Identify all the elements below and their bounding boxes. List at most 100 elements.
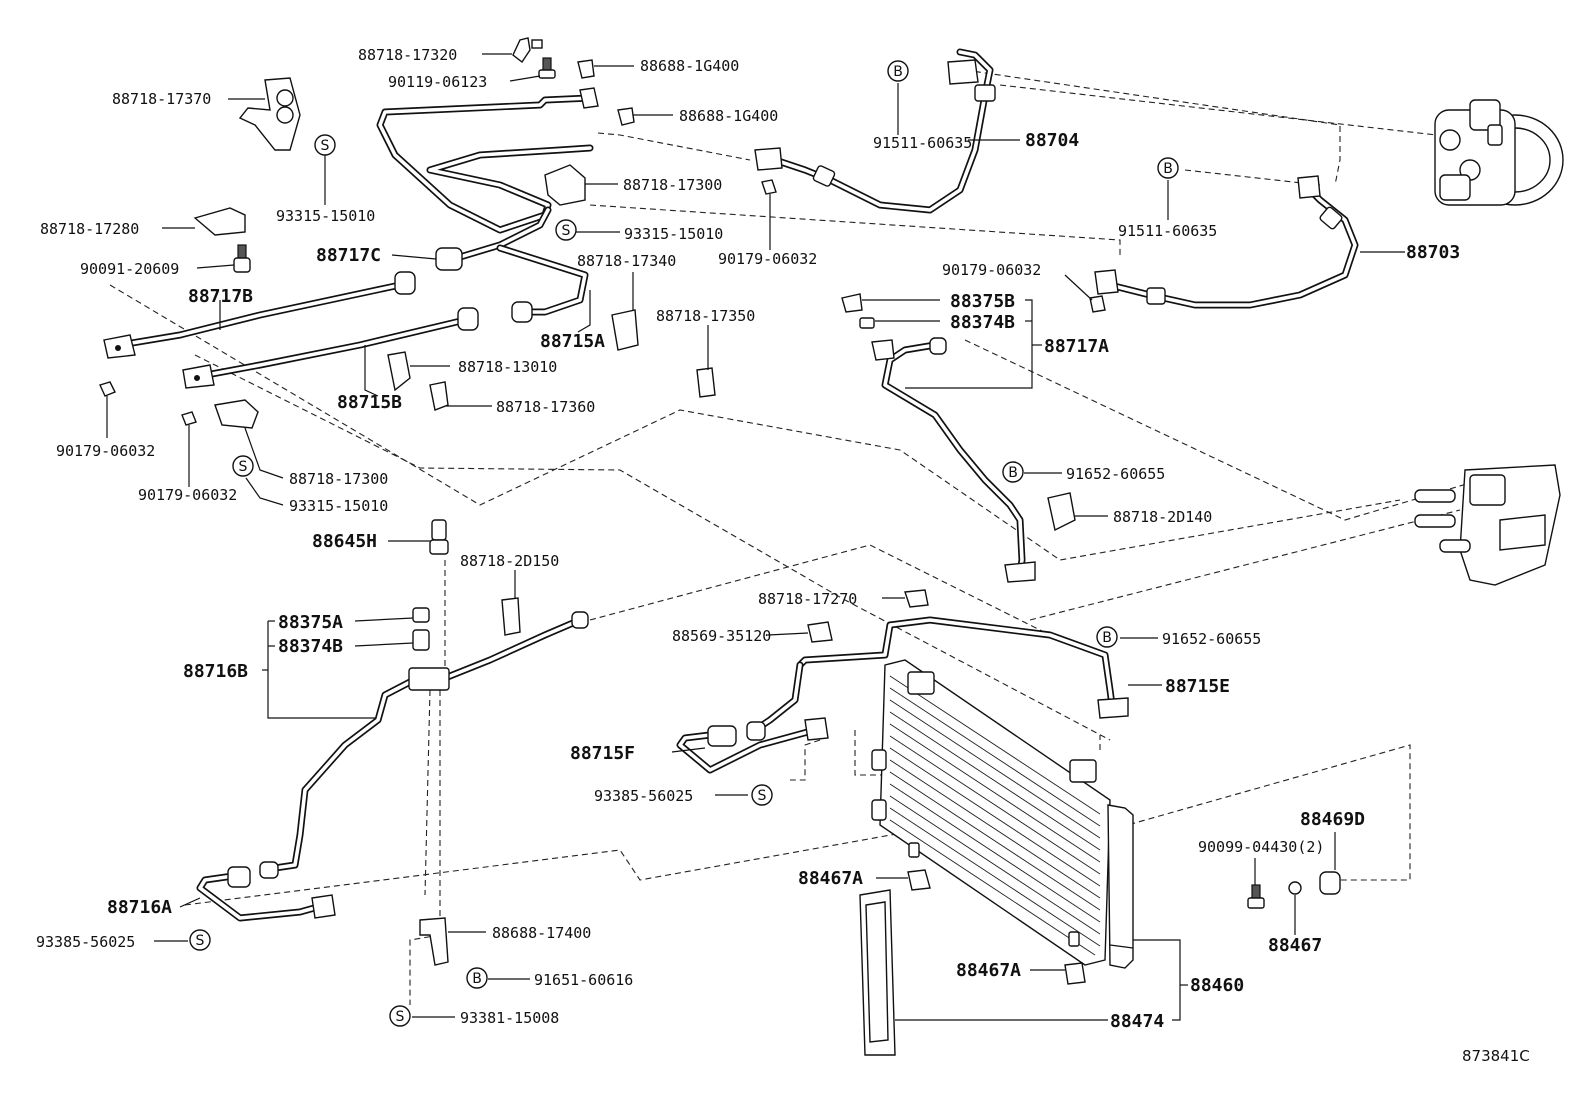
part-label: 88467A — [956, 960, 1021, 981]
svg-text:S: S — [321, 138, 330, 154]
part-labels: 88718-17320 90119-06123 88688-1G400 8871… — [36, 46, 1530, 1065]
s-symbol: S — [751, 784, 773, 806]
compressor — [1434, 99, 1564, 206]
svg-text:S: S — [239, 459, 248, 475]
symbol-markers: S S S S S S B B B B B — [189, 60, 1179, 1027]
part-label: 88374B — [278, 636, 343, 657]
part-label: 88374B — [950, 312, 1015, 333]
b-symbol: B — [1157, 157, 1179, 179]
part-label: 88469D — [1300, 809, 1365, 830]
b-symbol: B — [1002, 461, 1024, 483]
part-label: 90119-06123 — [388, 73, 487, 91]
part-label: 88718-17320 — [358, 46, 457, 64]
pipe-88715b — [182, 307, 479, 389]
part-label: 88715F — [570, 743, 635, 764]
b-symbol: B — [466, 967, 488, 989]
part-label: 88375A — [278, 612, 343, 633]
part-label: 88718-17350 — [656, 307, 755, 325]
part-label: 93385-56025 — [36, 933, 135, 951]
pipe-88717a — [871, 337, 1036, 583]
part-label: 88645H — [312, 531, 377, 552]
part-label: 88688-1G400 — [640, 57, 739, 75]
svg-text:S: S — [396, 1009, 405, 1025]
part-label: 88718-2D140 — [1113, 508, 1212, 526]
part-label: 88704 — [1025, 130, 1079, 151]
condenser-88460 — [871, 659, 1134, 969]
part-label: 88715A — [540, 331, 605, 352]
diagram-code: 873841C — [1462, 1047, 1530, 1065]
condenser-fins — [889, 675, 1101, 956]
part-label: 88718-17360 — [496, 398, 595, 416]
pipe-88715a — [496, 244, 589, 323]
part-label: 88718-17270 — [758, 590, 857, 608]
pipe-88717c — [376, 94, 594, 271]
part-label: 91652-60655 — [1066, 465, 1165, 483]
part-label: 93315-15010 — [276, 207, 375, 225]
part-label: 91652-60655 — [1162, 630, 1261, 648]
evaporator-unit — [1414, 464, 1561, 586]
leader-lines — [106, 53, 1405, 1021]
hose-88703 — [1094, 175, 1359, 309]
part-label: 88718-2D150 — [460, 552, 559, 570]
svg-text:B: B — [1163, 161, 1173, 177]
part-label: 88715B — [337, 392, 402, 413]
part-label: 88467A — [798, 868, 863, 889]
part-label: 93381-15008 — [460, 1009, 559, 1027]
pipe-88716a — [196, 866, 336, 922]
part-label: 90179-06032 — [942, 261, 1041, 279]
part-label: 88703 — [1406, 242, 1460, 263]
pipe-nut-88717c — [435, 247, 463, 271]
part-label: 88718-17300 — [289, 470, 388, 488]
part-label: 88718-17280 — [40, 220, 139, 238]
dashed-guide-lines — [109, 69, 1481, 1005]
hose-88704 — [754, 48, 996, 214]
part-label: 88718-17370 — [112, 90, 211, 108]
s-symbol: S — [389, 1005, 411, 1027]
part-label: 90179-06032 — [138, 486, 237, 504]
pipe-88715f — [676, 661, 829, 774]
svg-text:B: B — [1102, 630, 1112, 646]
svg-text:B: B — [893, 64, 903, 80]
small-parts — [99, 37, 1341, 985]
part-label: 90179-06032 — [718, 250, 817, 268]
part-label: 88688-17400 — [492, 924, 591, 942]
part-label: 91511-60635 — [1118, 222, 1217, 240]
part-label: 88718-13010 — [458, 358, 557, 376]
part-label: 93385-56025 — [594, 787, 693, 805]
part-label: 88375B — [950, 291, 1015, 312]
b-symbol: B — [1096, 626, 1118, 648]
part-label: 88716A — [107, 897, 172, 918]
part-label: 88717C — [316, 245, 381, 266]
part-label: 93315-15010 — [624, 225, 723, 243]
part-label: 88460 — [1190, 975, 1244, 996]
svg-text:S: S — [758, 788, 767, 804]
part-label: 88569-35120 — [672, 627, 771, 645]
part-label: 91651-60616 — [534, 971, 633, 989]
s-symbol: S — [189, 929, 211, 951]
s-symbol: S — [232, 455, 254, 477]
part-label: 88717B — [188, 286, 253, 307]
part-label: 88717A — [1044, 336, 1109, 357]
part-label: 90179-06032 — [56, 442, 155, 460]
svg-text:S: S — [562, 223, 571, 239]
part-label: 88474 — [1110, 1011, 1164, 1032]
pipe-88715e — [796, 616, 1129, 719]
part-label: 88716B — [183, 661, 248, 682]
part-label: 88688-1G400 — [679, 107, 778, 125]
part-label: 90099-04430(2) — [1198, 838, 1324, 856]
part-label: 88718-17300 — [623, 176, 722, 194]
svg-text:B: B — [1008, 465, 1018, 481]
s-symbol: S — [314, 134, 336, 156]
part-label: 88715E — [1165, 676, 1230, 697]
part-label: 93315-15010 — [289, 497, 388, 515]
pipe-88716b — [259, 611, 589, 879]
part-label: 91511-60635 — [873, 134, 972, 152]
svg-text:S: S — [196, 933, 205, 949]
svg-text:B: B — [472, 971, 482, 987]
part-label: 88467 — [1268, 935, 1322, 956]
b-symbol: B — [887, 60, 909, 82]
part-label: 88718-17340 — [577, 252, 676, 270]
part-label: 90091-20609 — [80, 260, 179, 278]
shroud-88474 — [859, 889, 896, 1056]
